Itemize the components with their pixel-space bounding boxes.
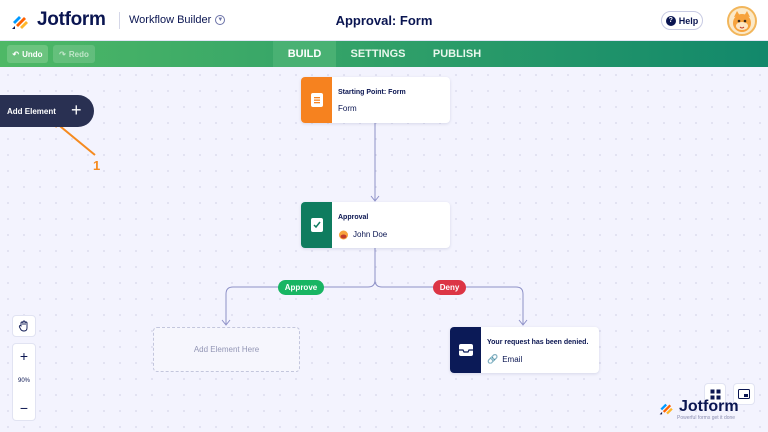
add-element-label: Add Element (7, 106, 56, 116)
denied-email-node[interactable]: Your request has been denied. 🔗 Email (450, 327, 599, 373)
start-node-bar (301, 77, 332, 123)
redo-button[interactable]: ↷ Redo (53, 45, 95, 63)
denied-node-title: Your request has been denied. (487, 339, 589, 346)
start-node-title: Starting Point: Form (338, 89, 406, 96)
jotform-logo-icon (12, 16, 28, 29)
hand-icon (18, 320, 28, 332)
zoom-in-button[interactable]: + (13, 348, 35, 364)
approval-node-title: Approval (338, 214, 369, 221)
plus-icon: + (71, 100, 82, 120)
add-element-here-slot[interactable]: Add Element Here (153, 327, 300, 372)
denied-node-bar (450, 327, 481, 373)
approval-icon (310, 218, 323, 232)
help-icon: ? (665, 15, 676, 26)
layout-grid-button[interactable] (704, 383, 726, 405)
workflow-builder-dropdown[interactable]: Workflow Builder ▼ (129, 14, 226, 26)
zoom-level: 90% (17, 378, 30, 384)
jotform-logo-icon (659, 403, 673, 415)
tab-publish[interactable]: PUBLISH (432, 48, 482, 60)
redo-icon: ↷ (59, 49, 66, 59)
undo-label: Undo (22, 49, 43, 59)
minimap-button[interactable] (733, 383, 755, 405)
denied-node-type: Email (502, 355, 523, 364)
avatar-icon (733, 11, 751, 32)
approval-node-bar (301, 202, 332, 248)
denied-node-subtitle: 🔗 Email (487, 354, 522, 365)
watermark-brand: Jotform (679, 398, 739, 415)
avatar[interactable] (727, 6, 757, 36)
link-icon: 🔗 (487, 354, 499, 364)
undo-icon: ↶ (12, 49, 20, 59)
jotform-logo[interactable]: Jotform (10, 9, 106, 31)
deny-branch-badge[interactable]: Deny (433, 280, 466, 295)
approval-assignee: John Doe (338, 229, 387, 240)
zoom-in-icon: + (19, 348, 29, 364)
workflow-builder-label: Workflow Builder (129, 14, 212, 26)
builder-navbar: ↶ Undo ↷ Redo BUILD SETTINGS PUBLISH (0, 41, 768, 67)
zoom-out-button[interactable]: − (13, 400, 35, 416)
tab-build[interactable]: BUILD (273, 41, 336, 67)
tab-settings[interactable]: SETTINGS (350, 48, 406, 60)
zoom-out-icon: − (19, 400, 29, 416)
brand-name: Jotform (37, 9, 106, 30)
grid-icon (710, 389, 720, 399)
help-button[interactable]: ? Help (661, 11, 703, 30)
start-node-subtitle: Form (338, 104, 357, 113)
minimap-icon (738, 389, 750, 399)
jotform-watermark: Jotform (658, 398, 739, 416)
assignee-name: John Doe (353, 230, 388, 239)
approve-branch-badge[interactable]: Approve (278, 280, 324, 295)
email-inbox-icon (458, 344, 473, 356)
pan-hand-button[interactable] (12, 315, 36, 337)
help-label: Help (678, 15, 699, 26)
header-divider (119, 12, 120, 29)
form-icon (310, 93, 323, 107)
start-node[interactable]: Starting Point: Form Form (301, 77, 450, 123)
undo-button[interactable]: ↶ Undo (7, 45, 48, 63)
zoom-controls: + 90% − (12, 343, 36, 421)
approval-node[interactable]: Approval John Doe (301, 202, 450, 248)
watermark-tagline: Powerful forms get it done (677, 415, 736, 421)
workflow-canvas[interactable] (0, 67, 768, 432)
redo-label: Redo (68, 49, 89, 59)
add-element-button[interactable]: Add Element + (0, 95, 94, 127)
assignee-avatar-icon (339, 230, 348, 240)
annotation-number: 1 (93, 158, 101, 173)
chevron-down-icon: ▼ (215, 15, 226, 25)
